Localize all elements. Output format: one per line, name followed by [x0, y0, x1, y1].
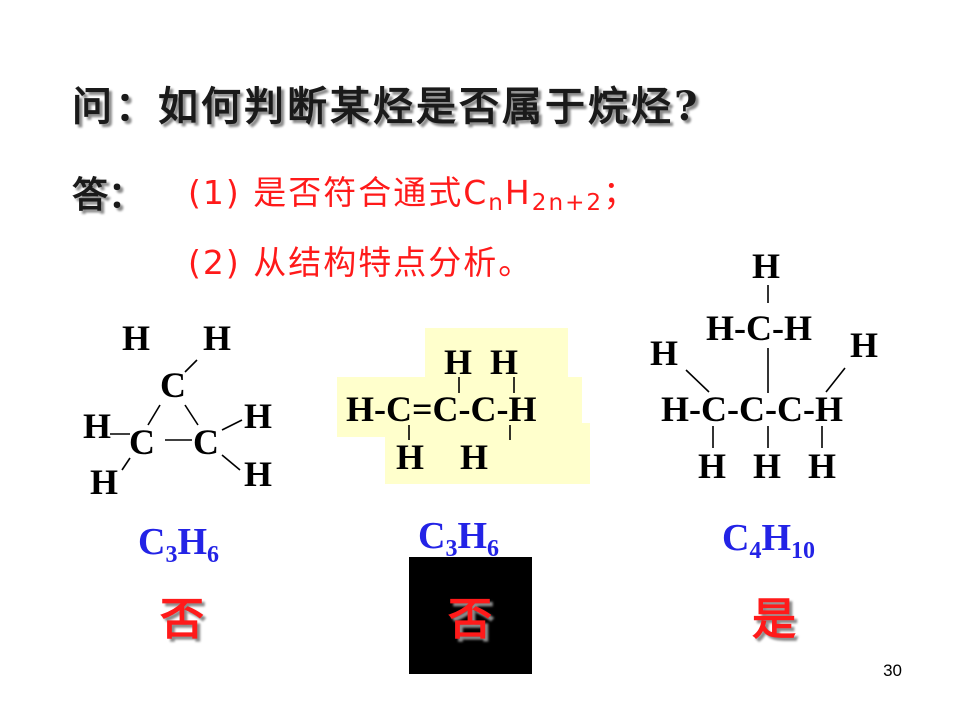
propene-structure: H H H-C=C-C-H H H [346, 342, 536, 477]
cyclopropane-formula: C3H6 [138, 520, 219, 569]
iso-h-bottom-2: H [753, 446, 781, 486]
question-title: 问：如何判断某烃是否属于烷烃? [72, 83, 701, 130]
answer-label: 答： [72, 174, 145, 216]
isobutane-verdict: 是 [752, 594, 796, 645]
formula-subscript: 3 [165, 542, 178, 568]
iso-h-right: H [850, 325, 878, 365]
cyclo-h-right-top: H [244, 396, 272, 436]
formula-n: n [488, 189, 505, 216]
propene-bottom-h: H H [396, 437, 488, 477]
formula-element: C [722, 517, 750, 559]
cyclo-h-top-right: H [203, 318, 231, 358]
iso-main-chain: H-C-C-C-H [661, 389, 843, 429]
iso-h-bottom-3: H [808, 446, 836, 486]
point1-suffix: ； [603, 173, 639, 212]
general-formula: CnH2n+2 [463, 173, 603, 216]
formula-h-sub: 2n+2 [531, 189, 604, 216]
cyclo-h-top-left: H [122, 318, 150, 358]
point1-prefix: (1) 是否符合通式 [188, 173, 464, 212]
formula-subscript: 3 [445, 536, 458, 562]
bond [221, 454, 241, 471]
propene-highlight-top [425, 328, 568, 383]
cyclo-h-bottom-left: H [90, 462, 118, 502]
cyclo-c-right: C [193, 422, 219, 462]
propene-verdict: 否 [448, 594, 492, 645]
formula-subscript: 10 [791, 538, 816, 564]
isobutane-formula: C4H10 [722, 516, 815, 565]
cyclo-c-left: C [129, 422, 155, 462]
bond [121, 457, 131, 471]
page-number: 30 [883, 661, 902, 680]
formula-subscript: 4 [749, 538, 762, 564]
bond [221, 419, 243, 431]
formula-element: H [177, 521, 208, 563]
bond [147, 404, 161, 426]
black-box [409, 557, 532, 674]
cyclo-h-left: H [83, 406, 111, 446]
formula-element: H [457, 515, 488, 557]
bond [685, 369, 710, 393]
formula-h: H [504, 173, 532, 212]
answer-point-1: (1) 是否符合通式CnH2n+2； [188, 166, 638, 216]
cyclo-c-top: C [160, 365, 186, 405]
propene-formula: C3H6 [418, 514, 499, 563]
formula-element: H [761, 517, 792, 559]
propene-main-chain: H-C=C-C-H [346, 389, 536, 429]
formula-element: C [138, 521, 166, 563]
formula-subscript: 6 [207, 542, 220, 568]
isobutane-structure: H H-C-H H H H-C-C-C-H H H H [650, 246, 878, 486]
iso-h-bottom-1: H [698, 446, 726, 486]
cyclo-h-right-bottom: H [244, 454, 272, 494]
cyclopropane-structure: H H C H C C H H H [83, 318, 272, 502]
bond [184, 359, 198, 373]
bond [825, 367, 846, 393]
bond [184, 404, 199, 426]
formula-c: C [463, 173, 489, 212]
propene-top-h: H H [444, 342, 518, 382]
answer-point-2: (2) 从结构特点分析。 [188, 243, 534, 282]
formula-subscript: 6 [487, 536, 500, 562]
propene-highlight-bottom [385, 423, 590, 484]
iso-h-top: H [752, 246, 780, 286]
formula-element: C [418, 515, 446, 557]
iso-h-left: H [650, 333, 678, 373]
iso-methyl-row: H-C-H [706, 308, 812, 348]
cyclopropane-verdict: 否 [160, 594, 204, 645]
